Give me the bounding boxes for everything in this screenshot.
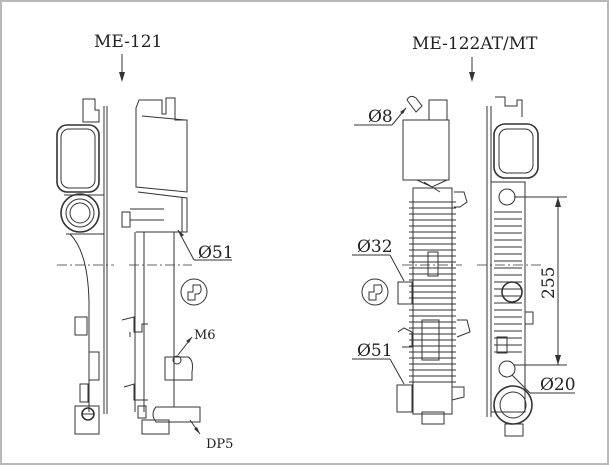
me-121-front-view <box>121 97 201 435</box>
title-me-121: ME-121 <box>94 32 162 52</box>
label-o51-left: Ø51 <box>198 243 234 263</box>
label-o8: Ø8 <box>368 107 393 127</box>
arrow-down-icon <box>119 54 125 82</box>
leader-o51-right <box>352 358 405 385</box>
me-121-side-view <box>56 98 108 435</box>
leader-o20 <box>511 374 575 394</box>
me-122-side-view <box>486 96 539 437</box>
label-o32: Ø32 <box>357 237 393 257</box>
label-dp5: DP5 <box>206 437 233 452</box>
label-o51-right: Ø51 <box>357 341 393 361</box>
arrow-down-icon <box>469 57 475 82</box>
label-255: 255 <box>539 267 559 299</box>
rotation-symbol-icon <box>361 278 389 306</box>
dimension-255 <box>514 196 567 366</box>
me-122-front-view <box>396 95 471 425</box>
label-m6: M6 <box>194 328 216 343</box>
leader-o8 <box>354 107 407 126</box>
title-me-122at-mt: ME-122AT/MT <box>412 34 538 54</box>
leader-o51-left <box>177 229 232 261</box>
leader-o32 <box>352 254 405 282</box>
label-o20: Ø20 <box>540 375 576 395</box>
rotation-symbol-icon <box>180 278 208 306</box>
